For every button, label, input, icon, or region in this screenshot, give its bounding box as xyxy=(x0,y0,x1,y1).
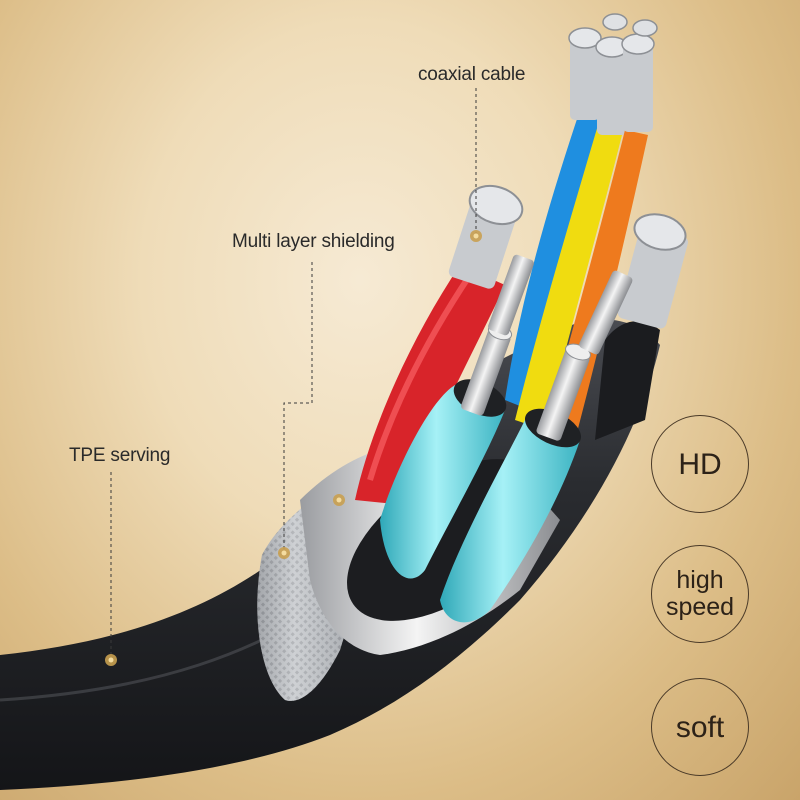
badge-hd: HD xyxy=(651,415,749,513)
badge-speed-line1: high xyxy=(676,565,724,594)
badge-hd-text: HD xyxy=(678,447,722,481)
label-coaxial-cable: coaxial cable xyxy=(418,64,526,85)
yellow-wire xyxy=(515,125,622,430)
red-wire xyxy=(355,265,505,505)
cyan-tube-left xyxy=(380,385,505,579)
badge-soft: soft xyxy=(651,678,749,776)
label-multi-layer-shielding: Multi layer shielding xyxy=(232,231,395,252)
cyan-tube-right xyxy=(440,420,580,623)
label-tpe-serving: TPE serving xyxy=(69,445,171,466)
blue-wire xyxy=(505,110,600,410)
badge-soft-text: soft xyxy=(675,710,725,744)
badge-speed-line2: speed xyxy=(665,593,735,621)
badge-high-speed: high speed xyxy=(651,545,749,643)
